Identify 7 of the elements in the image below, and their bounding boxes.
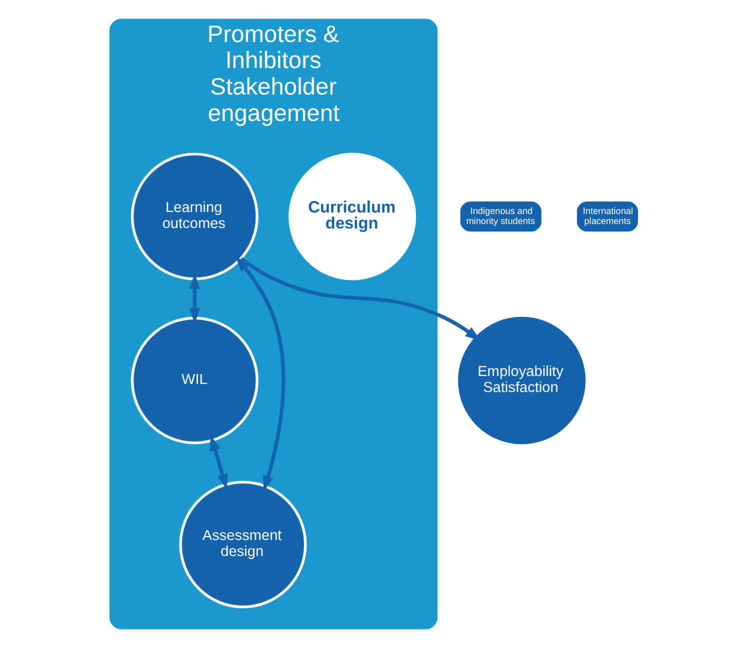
node-circle: Assessment design <box>179 480 307 608</box>
node-box: Indigenous and minority students <box>458 198 544 234</box>
node-circle: WIL <box>130 316 258 444</box>
node-circle: Employability Satisfaction <box>458 316 586 444</box>
node-box: International placements <box>574 198 641 234</box>
node-circle: Learning outcomes <box>130 152 258 280</box>
node-circle: Curriculum design <box>288 152 416 280</box>
